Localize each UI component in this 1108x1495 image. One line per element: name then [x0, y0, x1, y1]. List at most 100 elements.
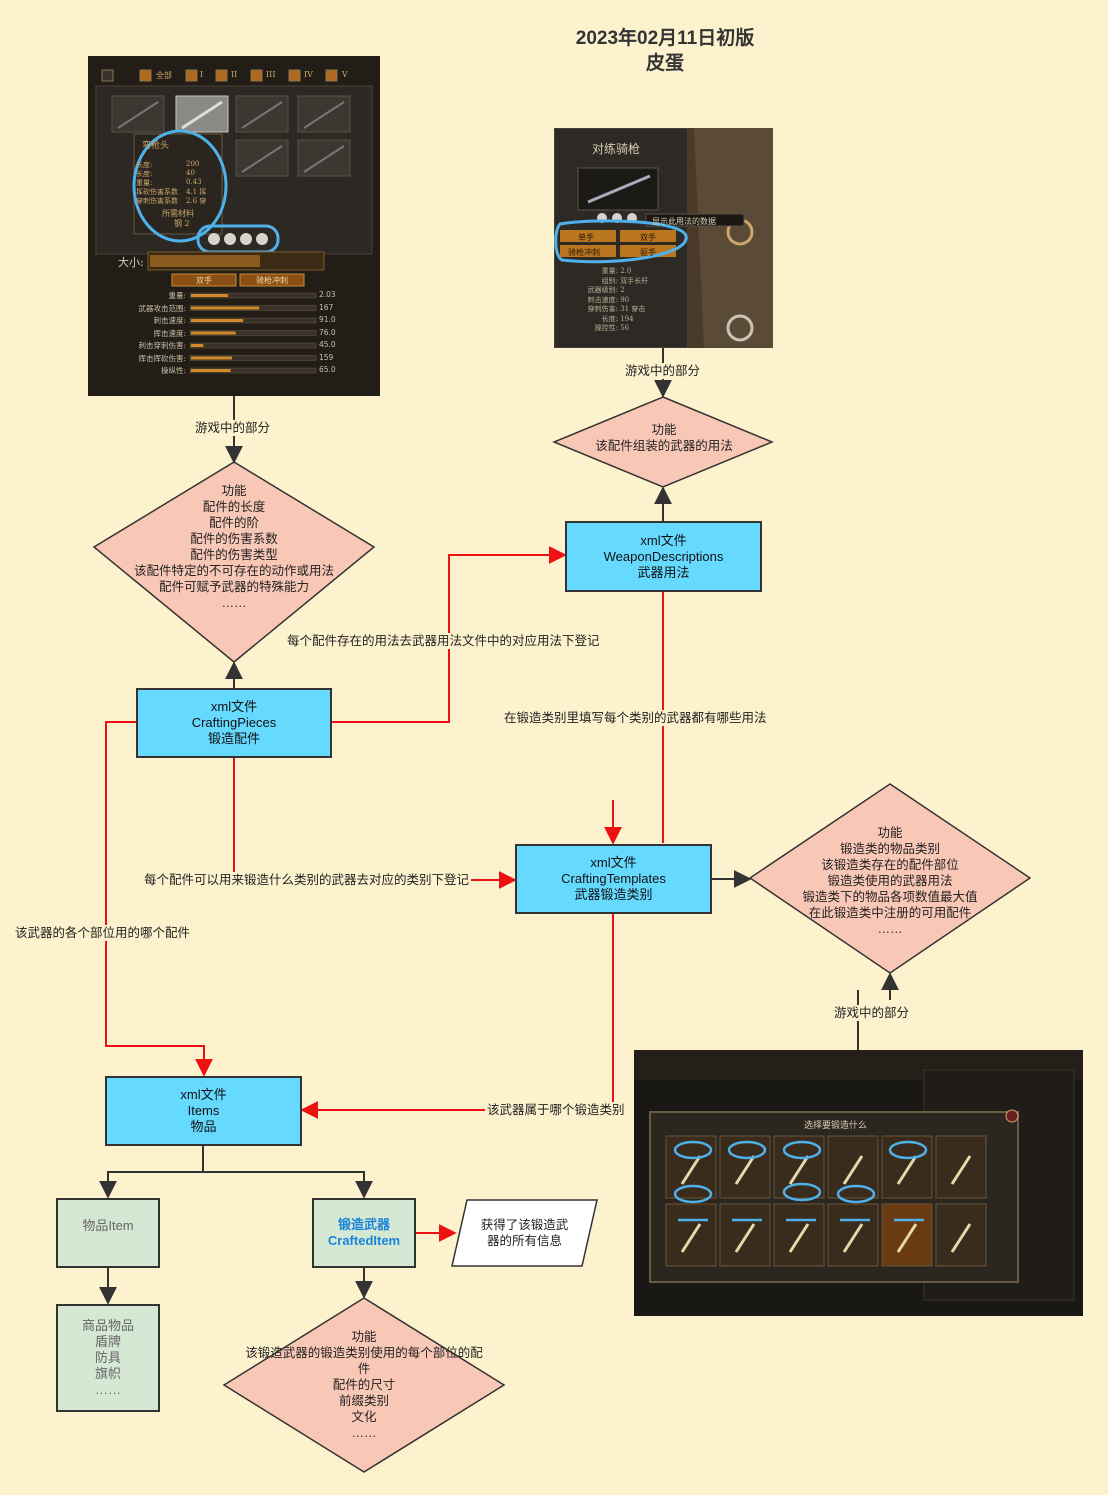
stat-bar-fill	[191, 306, 260, 310]
size-label: 大小:	[118, 256, 144, 269]
usage-stat-row: 穿刺伤害: 31 穿击	[570, 304, 686, 314]
highlight-mark	[836, 1184, 876, 1204]
piece-stat-row: 长度:40	[136, 169, 220, 179]
highlight-mark	[782, 1182, 822, 1202]
diamond-crafted-function	[222, 1297, 506, 1473]
usage-stat-value: 194	[618, 314, 634, 323]
stat-label: 武器攻击范围:	[138, 303, 186, 313]
weapon-icon	[842, 1155, 864, 1185]
stat-value: 65.0	[319, 365, 336, 374]
node-line: WeaponDescriptions	[603, 548, 724, 564]
node-item[interactable]: 物品Item	[56, 1198, 160, 1268]
node-line: CraftingPieces	[191, 715, 277, 730]
usage-stat-row: 操控性: 56	[570, 323, 686, 333]
diamond-line: 该锻造类存在的配件部位	[821, 858, 959, 872]
weapon-icon	[842, 1223, 864, 1253]
template-tile[interactable]	[665, 1203, 717, 1267]
usage-couch-lance[interactable]: 骑枪冲刺	[568, 248, 600, 257]
page-title: 2023年02月11日初版 皮蛋	[500, 26, 830, 76]
tier-4-label: IV	[304, 70, 313, 79]
stat-bar-fill	[191, 319, 244, 322]
node-line: 商品物品	[81, 1318, 134, 1333]
piece-stat-value: 40	[186, 169, 195, 177]
piece-stat-label: 挥砍伤害系数	[136, 188, 178, 196]
usage-stat-label: 武器级别:	[587, 286, 618, 294]
usage-stat-label: 重量:	[601, 267, 618, 275]
usage-brace[interactable]: 驱手	[640, 248, 656, 257]
edge-label-belongs-class: 该武器属于哪个锻造类别	[485, 1102, 627, 1118]
stat-bar-track	[189, 330, 317, 336]
diamond-line: 前缀类别	[338, 1394, 389, 1408]
edge-label-in-game-top: 游戏中的部分	[623, 363, 703, 379]
diamond-line: 配件可赋予武器的特殊能力	[158, 580, 309, 594]
node-line: 物品Item	[82, 1218, 134, 1233]
piece-stat-value: 0.43	[186, 178, 202, 186]
piece-stat-value: 2.6 穿	[186, 197, 207, 205]
diamond-line: 件	[357, 1362, 371, 1376]
highlight-mark	[673, 1184, 713, 1204]
usage-stat-label: 刺击速度:	[587, 295, 618, 304]
usage-panel-art	[554, 128, 773, 348]
pieces-panel-art	[88, 56, 380, 396]
node-crafted-item[interactable]: 锻造武器 CraftedItem	[312, 1198, 416, 1268]
left-stat-bars	[189, 292, 317, 374]
usage-tooltip: 显示此用法的数据	[652, 217, 716, 226]
edge-label-in-game-left: 游戏中的部分	[193, 420, 273, 436]
stat-bar-fill	[191, 369, 231, 372]
mode-two-handed[interactable]: 双手	[196, 276, 212, 285]
node-line: 防具	[94, 1350, 121, 1365]
diamond-line: 功能	[221, 484, 247, 498]
diamond-line: 配件的长度	[202, 500, 266, 514]
diamond-line: 功能	[651, 423, 677, 437]
title-line-date: 2023年02月11日初版	[575, 28, 755, 49]
template-tile[interactable]	[935, 1135, 987, 1199]
stat-value: 76.0	[319, 327, 336, 337]
node-crafting-pieces[interactable]: xml文件 CraftingPieces 锻造配件	[136, 688, 332, 758]
usage-one-handed[interactable]: 单手	[578, 233, 594, 242]
node-weapon-descriptions[interactable]: xml文件 WeaponDescriptions 武器用法	[565, 521, 762, 592]
edge-label-parts-used: 该武器的各个部位用的哪个配件	[13, 925, 193, 941]
node-items[interactable]: xml文件 Items 物品	[105, 1076, 302, 1146]
piece-stat-label: 重量:	[136, 179, 153, 187]
stat-value: 45.0	[319, 340, 336, 349]
weapon-icon	[734, 1155, 756, 1185]
template-tile[interactable]	[935, 1203, 987, 1267]
stat-bar-fill	[191, 331, 236, 335]
piece-stat-value: 200	[186, 160, 200, 168]
diamond-line: 配件的伤害类型	[190, 548, 278, 562]
node-line: 武器用法	[637, 564, 690, 580]
weapon-icon	[896, 1223, 918, 1253]
node-line: xml文件	[210, 699, 258, 714]
mode-couch-lance[interactable]: 骑枪冲刺	[256, 276, 288, 285]
node-goods[interactable]: 商品物品 盾牌 防具 旗帜 ……	[56, 1304, 160, 1412]
stat-bar-track	[189, 342, 317, 349]
node-line: 盾牌	[94, 1334, 121, 1349]
template-tile[interactable]	[773, 1203, 825, 1267]
template-tile[interactable]	[719, 1203, 771, 1267]
usage-stat-value: 56	[618, 324, 630, 332]
edge-label-fill-usage: 在锻造类别里填写每个类别的武器都有哪些用法	[502, 710, 769, 726]
template-tile[interactable]	[827, 1203, 879, 1267]
stat-bar-track	[189, 355, 317, 361]
stat-value: 167	[319, 302, 334, 312]
material-value: 钢 2	[174, 219, 190, 228]
usage-two-handed[interactable]: 双手	[640, 233, 656, 242]
highlight-mark	[782, 1140, 822, 1160]
edge-templates-to-items	[300, 914, 614, 1119]
highlight-mark	[727, 1140, 767, 1160]
edge-pieces-to-items	[105, 721, 213, 1077]
diamond-line: ……	[221, 596, 247, 610]
stat-value: 91.0	[319, 315, 336, 324]
usage-stat-label: 穿刺伤害:	[587, 305, 618, 313]
stat-label: 挥击挥砍伤害:	[138, 353, 186, 363]
node-line: 旗帜	[94, 1366, 121, 1381]
node-line: 锻造配件	[207, 731, 260, 746]
template-tile[interactable]	[881, 1203, 933, 1267]
node-crafting-templates[interactable]: xml文件 CraftingTemplates 武器锻造类别	[515, 844, 712, 914]
diamond-line: 在此锻造类中注册的可用配件	[808, 906, 972, 920]
diamond-pieces-function-text: 功能 配件的长度 配件的阶 配件的伤害系数 配件的伤害类型 该配件特定的不可存在…	[114, 474, 354, 620]
tier-3-label: III	[266, 70, 276, 79]
usage-stat-value: 90	[618, 295, 630, 304]
piece-stat-row: 重量: 0.43	[136, 178, 220, 188]
